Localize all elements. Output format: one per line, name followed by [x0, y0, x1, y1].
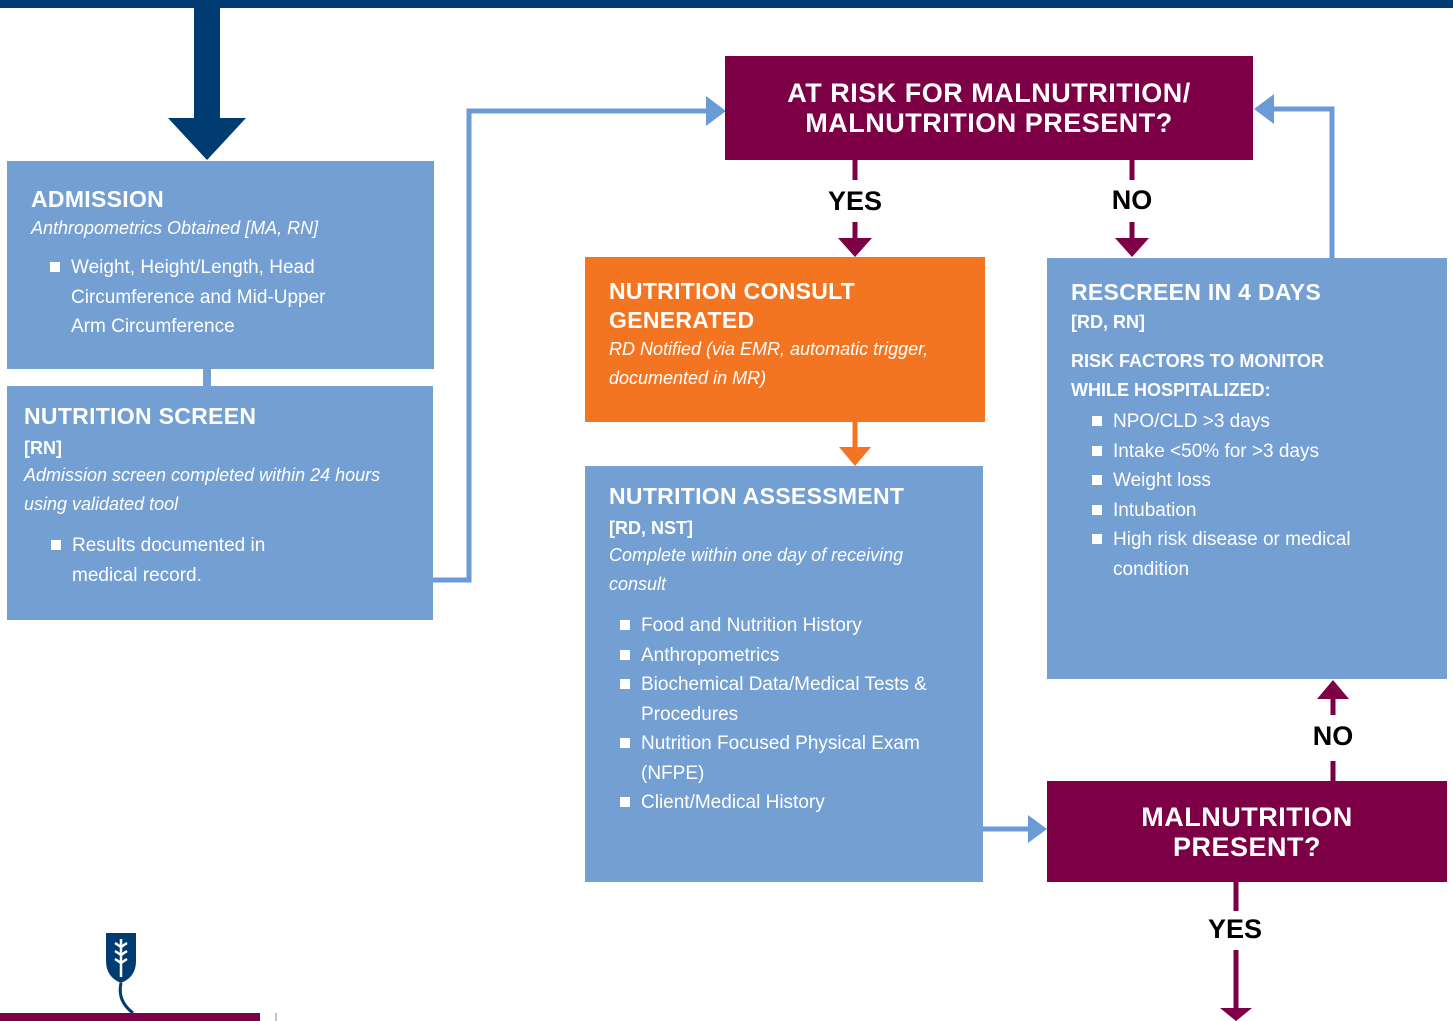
no-label: NO — [1312, 721, 1354, 751]
screen-title: NUTRITION SCREEN — [24, 403, 257, 429]
no-up-arrowhead — [1317, 680, 1349, 699]
screen-subtitle: Admission screen completed within 24 hou… — [24, 465, 381, 514]
yes-arrowhead — [838, 238, 872, 257]
consult-box: NUTRITION CONSULT GENERATED RD Notified … — [585, 257, 985, 422]
logo-swoosh — [118, 982, 134, 1015]
entry-arrow-head — [168, 118, 246, 160]
rescreen-list-item: High risk disease or medical condition — [1091, 525, 1411, 584]
yes-down-arrowhead — [1220, 1008, 1252, 1021]
rescreen-list-item: Intubation — [1091, 496, 1411, 526]
nutrition-screen-box: NUTRITION SCREEN [RN] Admission screen c… — [7, 386, 433, 620]
screen-list: Results documented in medical record. — [24, 531, 310, 590]
entry-arrow-shaft — [194, 0, 220, 122]
malnutrition-question-line2: PRESENT? — [1172, 831, 1322, 862]
assessment-list-item: Nutrition Focused Physical Exam (NFPE) — [619, 729, 959, 788]
assessment-list-item: Client/Medical History — [619, 788, 959, 818]
yes-label: YES — [827, 186, 883, 216]
screen-roles: [RN] — [24, 438, 62, 458]
consult-title: NUTRITION CONSULT GENERATED — [609, 278, 856, 333]
screen-list-item: Results documented in medical record. — [50, 531, 310, 590]
organization-logo — [0, 933, 277, 1021]
rescreen-to-risk-arrowhead — [1254, 94, 1274, 124]
screen-to-risk-arrowhead — [706, 96, 726, 126]
risk-question-box: AT RISK FOR MALNUTRITION/ MALNUTRITION P… — [725, 56, 1253, 160]
rescreen-list-item: NPO/CLD >3 days — [1091, 407, 1411, 437]
admission-subtitle: Anthropometrics Obtained [MA, RN] — [31, 218, 319, 238]
rescreen-box: RESCREEN IN 4 DAYS [RD, RN] RISK FACTORS… — [1047, 258, 1447, 679]
rescreen-monitor-heading: RISK FACTORS TO MONITOR WHILE HOSPITALIZ… — [1071, 351, 1325, 400]
admission-list: Weight, Height/Length, Head Circumferenc… — [31, 253, 349, 342]
risk-question-line2: MALNUTRITION PRESENT? — [805, 108, 1173, 138]
assessment-to-malnutrition-arrowhead — [1028, 815, 1047, 843]
admission-title: ADMISSION — [31, 186, 165, 212]
admission-box: ADMISSION Anthropometrics Obtained [MA, … — [7, 161, 434, 369]
no-label: NO — [1111, 185, 1153, 215]
rescreen-list-item: Weight loss — [1091, 466, 1411, 496]
assessment-roles: [RD, NST] — [609, 518, 693, 538]
assessment-list-item: Food and Nutrition History — [619, 611, 959, 641]
rescreen-list-item: Intake <50% for >3 days — [1091, 437, 1411, 467]
logo-wordmark-fragment — [0, 1013, 260, 1021]
yes-label: YES — [1207, 914, 1263, 944]
assessment-list-item: Anthropometrics — [619, 641, 959, 671]
malnutrition-question-box: MALNUTRITION PRESENT? — [1047, 781, 1447, 882]
consult-subtitle: RD Notified (via EMR, automatic trigger,… — [609, 339, 929, 388]
rescreen-to-risk-connector — [1268, 106, 1335, 258]
assessment-box: NUTRITION ASSESSMENT [RD, NST] Complete … — [585, 466, 983, 882]
logo-wheat-icon — [114, 939, 128, 977]
assessment-subtitle: Complete within one day of receiving con… — [609, 545, 904, 594]
risk-question-line1: AT RISK FOR MALNUTRITION/ — [787, 78, 1191, 108]
rescreen-title: RESCREEN IN 4 DAYS — [1071, 279, 1321, 305]
header-band — [0, 0, 1453, 8]
admission-list-item: Weight, Height/Length, Head Circumferenc… — [49, 253, 349, 342]
assessment-title: NUTRITION ASSESSMENT — [609, 483, 905, 509]
malnutrition-question-line1: MALNUTRITION — [1141, 801, 1353, 832]
assessment-list: Food and Nutrition History Anthropometri… — [609, 611, 959, 818]
assessment-list-item: Biochemical Data/Medical Tests & Procedu… — [619, 670, 959, 729]
no-arrowhead — [1115, 238, 1149, 257]
admission-screen-connector — [203, 368, 211, 388]
screen-to-risk-connector — [433, 108, 712, 583]
rescreen-list: NPO/CLD >3 days Intake <50% for >3 days … — [1071, 407, 1411, 584]
rescreen-roles: [RD, RN] — [1071, 312, 1145, 332]
consult-to-assessment-arrowhead — [839, 447, 871, 466]
